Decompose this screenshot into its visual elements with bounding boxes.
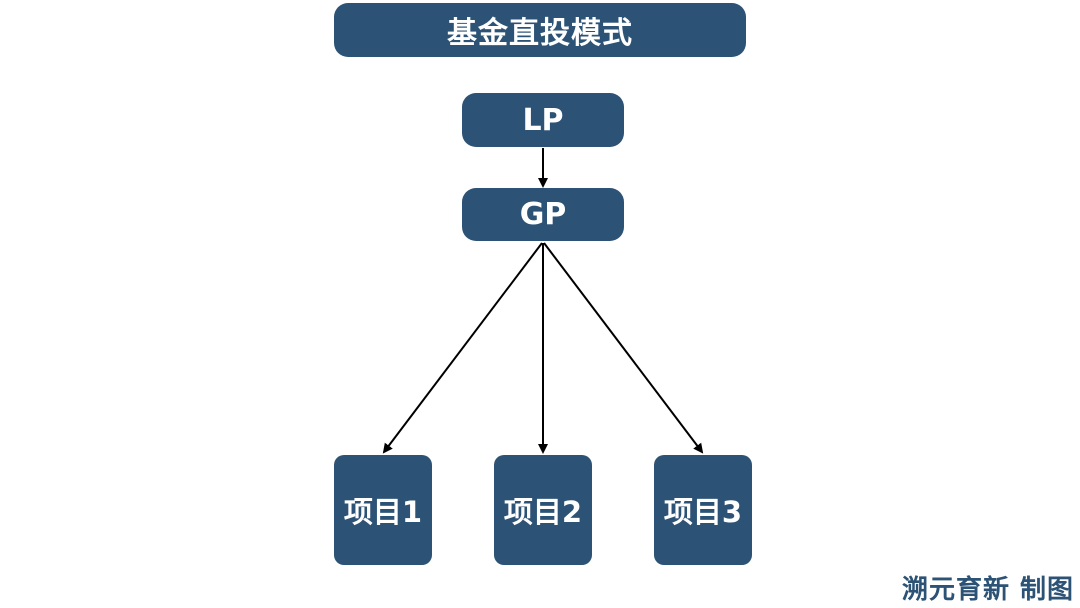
- node-gp: GP: [462, 188, 624, 241]
- arrow-gp-to-project1: [382, 242, 543, 454]
- credit-label: 溯元育新 制图: [901, 575, 1074, 605]
- node-project-1: 项目1: [334, 455, 432, 565]
- node-project-2: 项目2: [494, 455, 592, 565]
- arrow-gp-to-project3: [543, 242, 704, 454]
- node-lp: LP: [462, 93, 624, 147]
- diagram-title: 基金直投模式: [334, 3, 746, 57]
- node-project-3: 项目3: [654, 455, 752, 565]
